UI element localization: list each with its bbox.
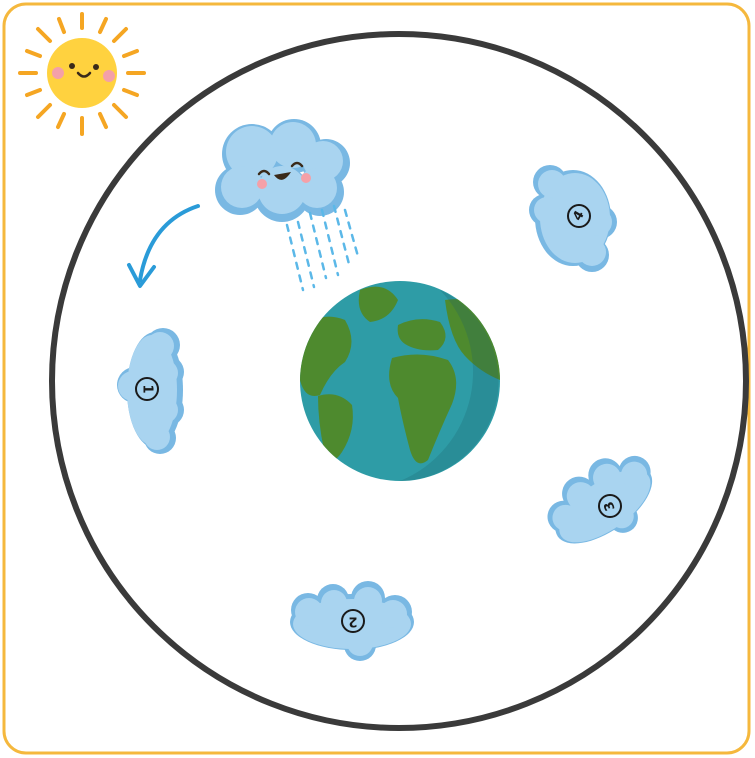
smiling-sun-icon (18, 12, 146, 136)
cloud-2-number: 2 (348, 614, 357, 629)
cloud-1 (117, 328, 184, 454)
cycle-ring (49, 31, 749, 731)
smiling-rain-cloud-icon (215, 119, 361, 292)
cloud-2 (290, 581, 414, 661)
earth-globe-icon (294, 275, 506, 487)
cloud-3 (547, 455, 653, 544)
cloud-1-number: 1 (140, 384, 155, 393)
cloud-2-number-badge: 2 (341, 609, 365, 633)
curved-arrow-icon (127, 204, 200, 288)
cloud-4 (529, 165, 617, 272)
cloud-1-number-badge: 1 (135, 377, 159, 401)
